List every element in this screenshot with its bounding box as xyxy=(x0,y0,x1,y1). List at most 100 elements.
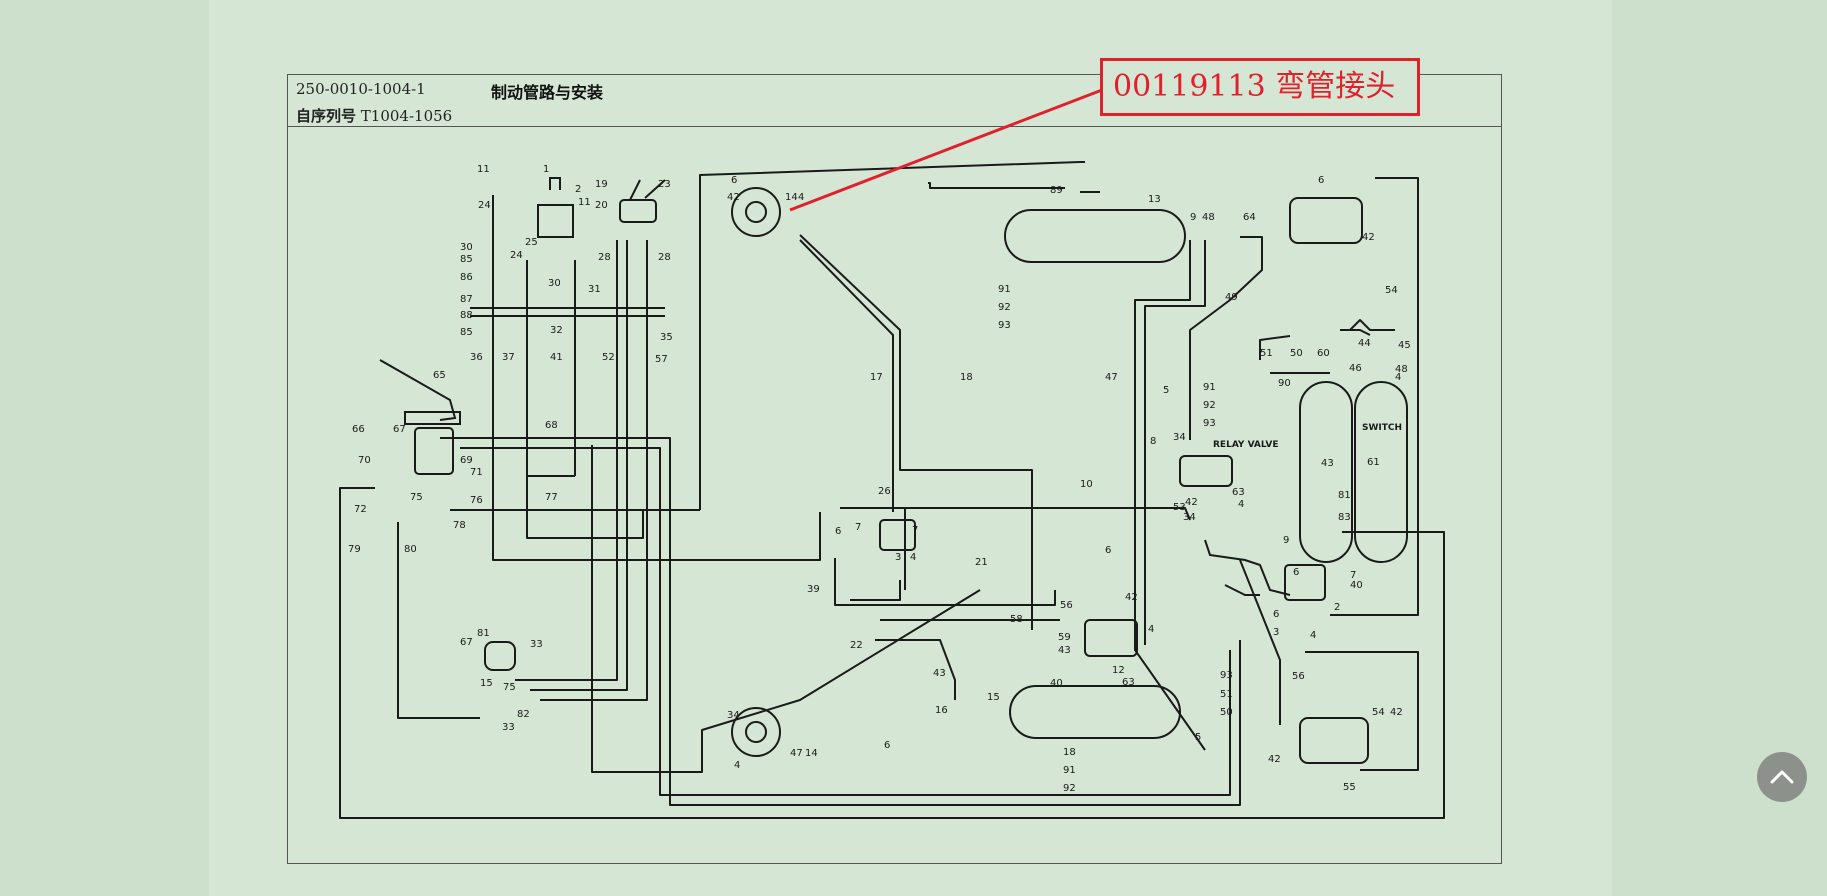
part-ref-label: 93 xyxy=(1220,670,1233,681)
tank-vertical-1 xyxy=(1299,381,1353,563)
part-ref-label: 13 xyxy=(1148,194,1161,205)
part-ref-label: 24 xyxy=(478,200,491,211)
part-ref-label: 14 xyxy=(785,192,798,203)
part-ref-label: 5 xyxy=(1195,732,1201,743)
part-ref-label: 14 xyxy=(805,748,818,759)
serial-range: T1004-1056 xyxy=(360,107,453,125)
scroll-to-top-button[interactable] xyxy=(1757,752,1807,802)
part-ref-label: 50 xyxy=(1220,707,1233,718)
spring-brake-top xyxy=(1289,197,1363,244)
part-ref-label: 58 xyxy=(1010,614,1023,625)
part-ref-label: 54 xyxy=(1372,707,1385,718)
part-ref-label: 52 xyxy=(602,352,615,363)
part-ref-label: 82 xyxy=(517,709,530,720)
part-ref-label: 93 xyxy=(1203,418,1216,429)
brake-valve-2 xyxy=(619,199,657,223)
chevron-up-icon xyxy=(1770,770,1794,784)
part-ref-label: 76 xyxy=(470,495,483,506)
part-ref-label: 69 xyxy=(460,455,473,466)
part-ref-label: 35 xyxy=(660,332,673,343)
part-ref-label: 46 xyxy=(1349,363,1362,374)
part-ref-label: 30 xyxy=(460,242,473,253)
part-ref-label: 24 xyxy=(510,250,523,261)
part-ref-label: 4 xyxy=(1310,630,1316,641)
part-ref-label: 65 xyxy=(433,370,446,381)
part-ref-label: 19 xyxy=(595,179,608,190)
part-ref-label: 59 xyxy=(1058,632,1071,643)
part-ref-label: 77 xyxy=(545,492,558,503)
part-ref-label: 56 xyxy=(1060,600,1073,611)
part-ref-label: 42 xyxy=(727,192,740,203)
part-ref-label: 43 xyxy=(933,668,946,679)
part-ref-label: 4 xyxy=(734,760,740,771)
valve-center xyxy=(1084,619,1138,657)
relay-valve-label: RELAY VALVE xyxy=(1213,440,1279,450)
serial-label: 自序列号 xyxy=(296,107,357,125)
part-ref-label: 48 xyxy=(1395,364,1408,375)
brake-chamber-bottom xyxy=(731,707,781,757)
part-ref-label: 86 xyxy=(460,272,473,283)
part-ref-label: 9 xyxy=(1283,535,1289,546)
part-ref-label: 47 xyxy=(1105,372,1118,383)
part-ref-label: 2 xyxy=(1334,602,1340,613)
part-ref-label: 93 xyxy=(998,320,1011,331)
part-ref-label: 5 xyxy=(1163,385,1169,396)
part-ref-label: 44 xyxy=(1358,338,1371,349)
part-ref-label: 22 xyxy=(850,640,863,651)
part-ref-label: 45 xyxy=(1398,340,1411,351)
part-ref-label: 87 xyxy=(460,294,473,305)
part-ref-label: 6 xyxy=(1318,175,1324,186)
pipe-cross-rail xyxy=(470,307,665,317)
part-ref-label: 47 xyxy=(790,748,803,759)
part-ref-label: 26 xyxy=(878,486,891,497)
pipe-center-2 xyxy=(840,507,1191,521)
part-ref-label: 3 xyxy=(895,552,901,563)
part-ref-label: 6 xyxy=(1105,545,1111,556)
part-ref-label: 89 xyxy=(1050,185,1063,196)
part-ref-label: 15 xyxy=(987,692,1000,703)
part-ref-label: 92 xyxy=(1063,783,1076,794)
part-ref-label: 42 xyxy=(1268,754,1281,765)
part-ref-label: 79 xyxy=(348,544,361,555)
pipe-top-left xyxy=(699,161,1081,510)
part-ref-label: 53 xyxy=(1173,502,1186,513)
valve-left-center xyxy=(879,519,916,551)
part-ref-label: 80 xyxy=(404,544,417,555)
part-ref-label: 75 xyxy=(410,492,423,503)
part-ref-label: 91 xyxy=(1203,382,1216,393)
drawing-header: 250-0010-1004-1 制动管路与安装 自序列号 T1004-1056 xyxy=(288,75,1501,127)
part-ref-label: 34 xyxy=(1183,512,1196,523)
part-ref-label: 91 xyxy=(1063,765,1076,776)
part-ref-label: 56 xyxy=(1292,671,1305,682)
part-ref-label: 67 xyxy=(460,637,473,648)
part-ref-label: 92 xyxy=(998,302,1011,313)
serial-row: 自序列号 T1004-1056 xyxy=(296,105,452,126)
part-ref-label: 60 xyxy=(1317,348,1330,359)
part-ref-label: 32 xyxy=(550,325,563,336)
pipe-bundle-2 xyxy=(530,240,628,691)
pipe-outer-bottom xyxy=(339,487,1445,819)
part-ref-label: 2 xyxy=(575,184,581,195)
part-ref-label: 21 xyxy=(975,557,988,568)
part-ref-label: 4 xyxy=(910,552,916,563)
part-ref-label: 68 xyxy=(545,420,558,431)
part-ref-label: 78 xyxy=(453,520,466,531)
part-ref-label: 18 xyxy=(960,372,973,383)
part-ref-label: 75 xyxy=(503,682,516,693)
part-ref-label: 23 xyxy=(658,179,671,190)
part-ref-label: 7 xyxy=(1350,570,1356,581)
part-ref-label: 42 xyxy=(1125,592,1138,603)
document-title: 制动管路与安装 xyxy=(491,83,604,102)
page-background: 250-0010-1004-1 制动管路与安装 自序列号 T1004-1056 xyxy=(209,0,1612,896)
callout-part-name: 弯管接头 xyxy=(1275,69,1396,104)
part-ref-label: 40 xyxy=(1050,678,1063,689)
components xyxy=(379,177,1408,764)
part-ref-label: 30 xyxy=(548,278,561,289)
pipe-right-1 xyxy=(1134,240,1206,751)
part-ref-label: 57 xyxy=(655,354,668,365)
part-ref-label: 41 xyxy=(550,352,563,363)
pipe-center-1 xyxy=(799,234,1033,630)
part-ref-label: 48 xyxy=(1202,212,1215,223)
part-ref-label: 33 xyxy=(530,639,543,650)
